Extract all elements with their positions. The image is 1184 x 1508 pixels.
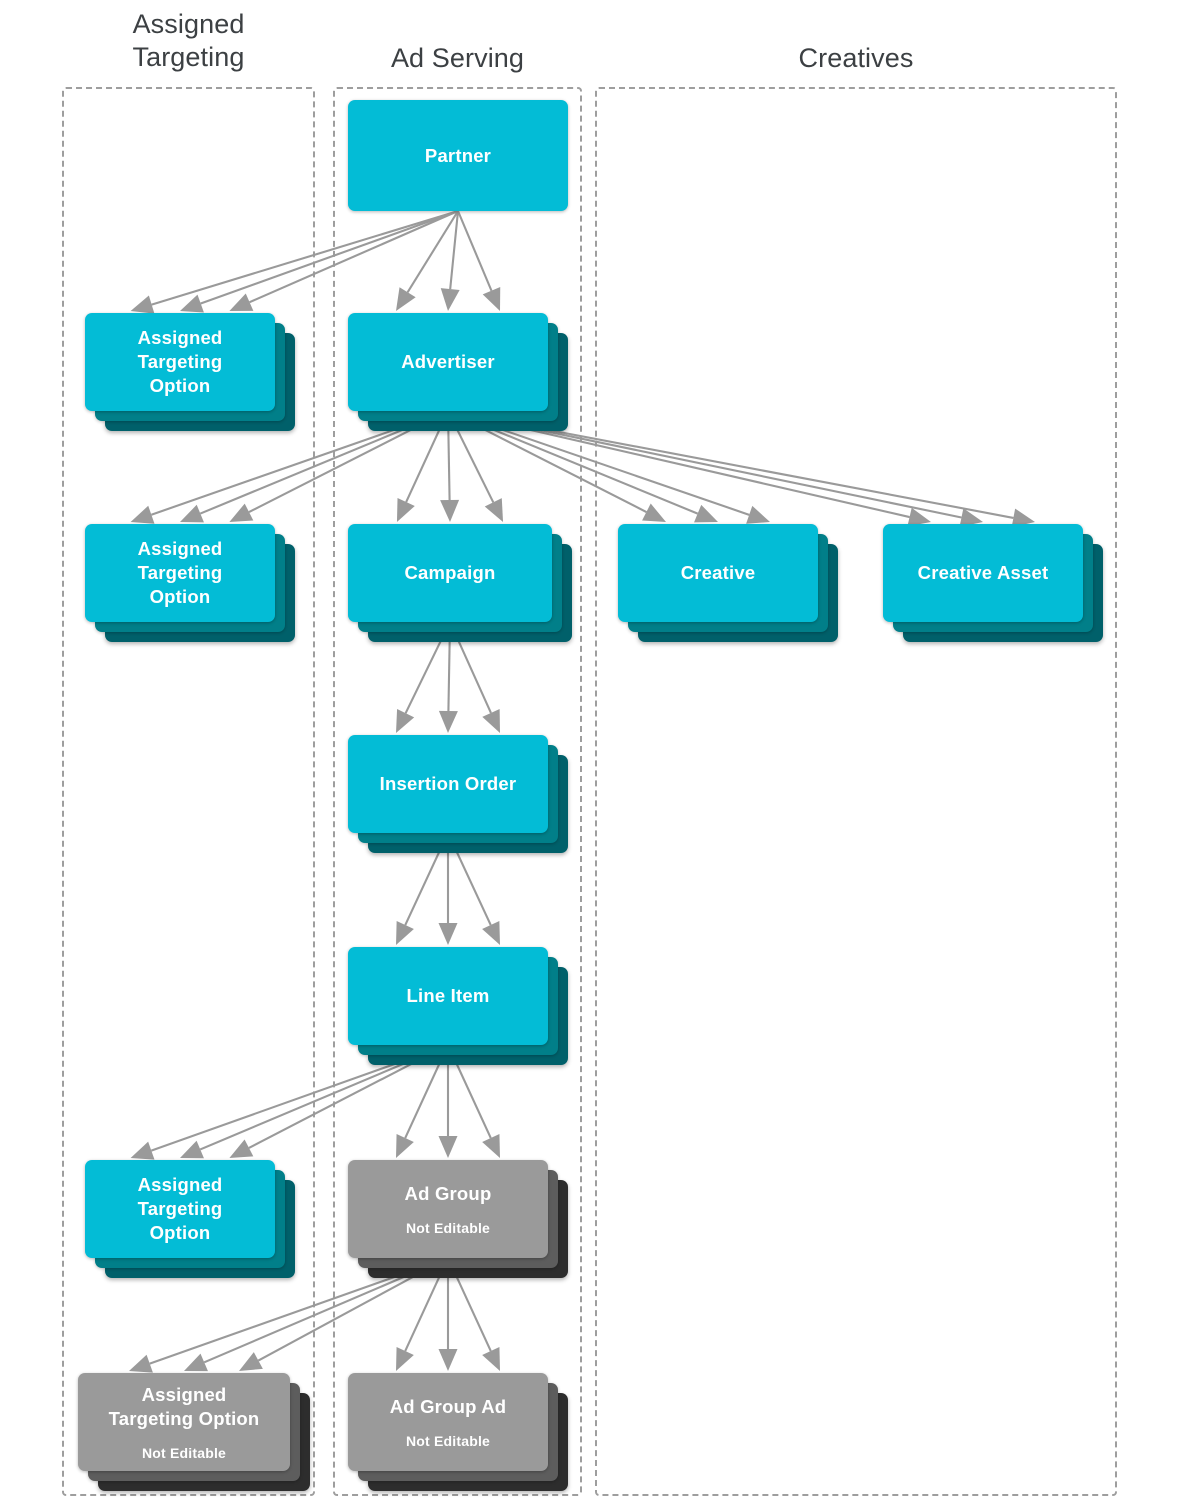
node-ad-group-title: Ad Group	[404, 1183, 492, 1204]
node-line-item-card[interactable]: Line Item	[348, 947, 548, 1045]
column-header-creatives: Creatives	[798, 43, 914, 73]
node-advertiser-card[interactable]: Advertiser	[348, 313, 548, 411]
node-ad-group-ad[interactable]: Ad Group Ad Not Editable	[348, 1373, 570, 1493]
column-frame-assigned-targeting	[62, 87, 315, 1496]
node-campaign[interactable]: Campaign	[348, 524, 574, 644]
node-creative-asset[interactable]: Creative Asset	[883, 524, 1105, 644]
node-insertion-order-title: Insertion Order	[379, 773, 517, 794]
node-campaign-card[interactable]: Campaign	[348, 524, 552, 622]
node-advertiser-title: Advertiser	[401, 351, 495, 372]
node-creative-title: Creative	[680, 562, 756, 583]
node-ato-line-item-title: Assigned Targeting Option	[137, 1174, 223, 1243]
node-ato-partner[interactable]: Assigned Targeting Option	[85, 313, 297, 433]
node-insertion-order[interactable]: Insertion Order	[348, 735, 570, 855]
node-ato-advertiser-card[interactable]: Assigned Targeting Option	[85, 524, 275, 622]
node-partner[interactable]: Partner	[348, 100, 590, 233]
node-ad-group-ad-card[interactable]: Ad Group Ad Not Editable	[348, 1373, 548, 1471]
node-ato-advertiser[interactable]: Assigned Targeting Option	[85, 524, 297, 644]
node-creative-card[interactable]: Creative	[618, 524, 818, 622]
node-ato-ad-group-title: Assigned Targeting Option	[108, 1384, 260, 1429]
node-ato-line-item-card[interactable]: Assigned Targeting Option	[85, 1160, 275, 1258]
node-ato-partner-title: Assigned Targeting Option	[137, 327, 223, 396]
node-insertion-order-card[interactable]: Insertion Order	[348, 735, 548, 833]
column-header-ad-serving: Ad Serving	[390, 43, 525, 73]
node-ato-line-item[interactable]: Assigned Targeting Option	[85, 1160, 297, 1280]
node-ad-group-badge: Not Editable	[405, 1220, 491, 1236]
node-campaign-title: Campaign	[404, 562, 496, 583]
node-ato-advertiser-title: Assigned Targeting Option	[137, 538, 223, 607]
node-ad-group-ad-badge: Not Editable	[405, 1433, 491, 1449]
column-frame-creatives	[595, 87, 1117, 1496]
node-partner-card[interactable]: Partner	[348, 100, 568, 211]
node-creative-asset-title: Creative Asset	[917, 562, 1049, 583]
node-ato-ad-group-badge: Not Editable	[141, 1445, 227, 1461]
node-partner-title: Partner	[424, 144, 492, 166]
column-frame-ad-serving	[333, 87, 582, 1496]
node-ad-group-ad-title: Ad Group Ad	[389, 1396, 507, 1417]
node-creative[interactable]: Creative	[618, 524, 840, 644]
node-advertiser[interactable]: Advertiser	[348, 313, 570, 433]
node-ato-partner-card[interactable]: Assigned Targeting Option	[85, 313, 275, 411]
node-line-item[interactable]: Line Item	[348, 947, 570, 1067]
node-line-item-title: Line Item	[406, 985, 490, 1006]
node-creative-asset-card[interactable]: Creative Asset	[883, 524, 1083, 622]
column-header-assigned-targeting: Assigned Targeting	[132, 9, 245, 72]
